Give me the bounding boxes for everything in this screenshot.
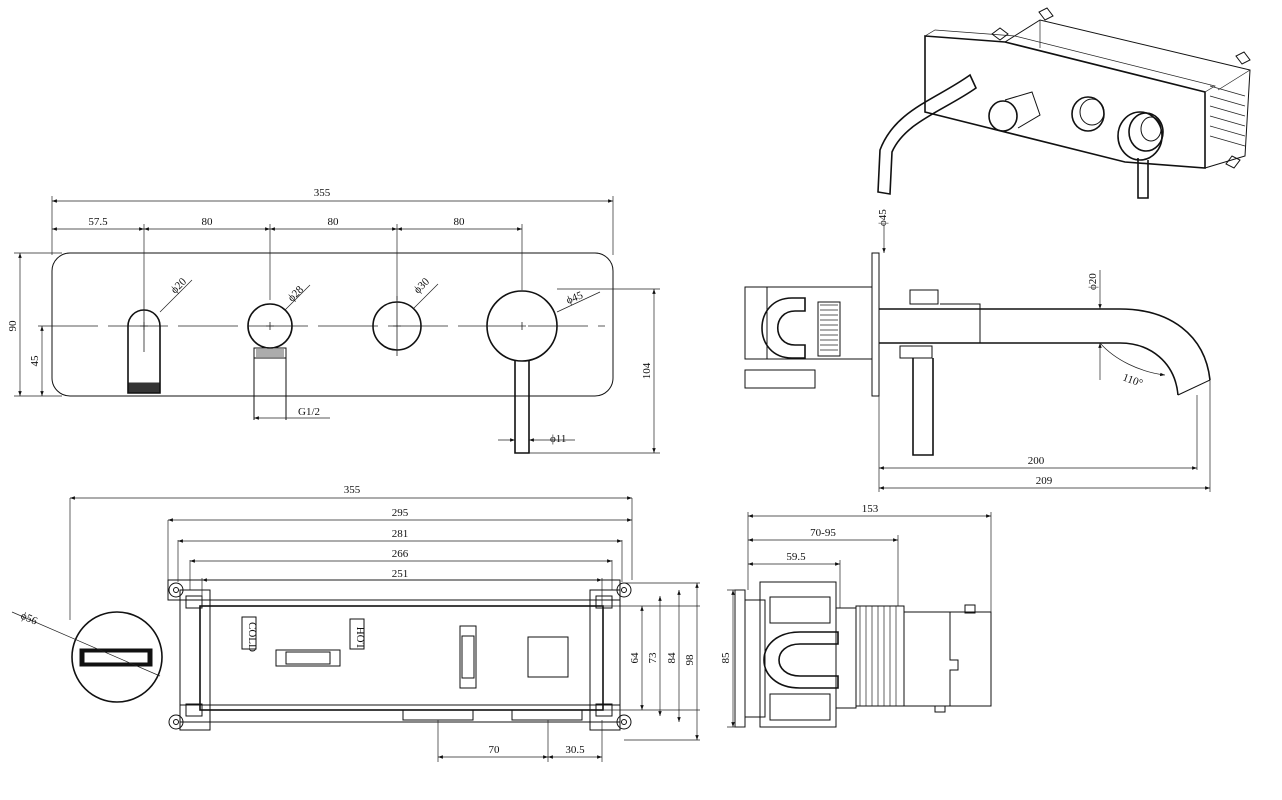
- dim-rear-295: 295: [392, 507, 409, 519]
- body-side-view: 153 70-95 59.5 85: [720, 503, 992, 728]
- dim-pitch-4: 80: [454, 216, 466, 228]
- dim-bend-angle: 110°: [1121, 372, 1144, 390]
- front-view: 355 57.5 80 80 80 90 45 104 ϕ20 ϕ28 ϕ30 …: [7, 187, 660, 454]
- spout-front: [127, 300, 161, 394]
- dim-rear-266: 266: [392, 548, 409, 560]
- label-hot: HOT: [354, 627, 366, 650]
- dim-rear-281: 281: [392, 528, 409, 540]
- rear-view: COLD HOT ϕ56 355 295 281 266 251: [11, 484, 700, 762]
- dim-body-153: 153: [862, 503, 879, 515]
- dim-pitch-3: 80: [328, 216, 340, 228]
- dim-rear-overall: 355: [344, 484, 361, 496]
- dim-rear-98: 98: [684, 654, 696, 666]
- dim-plate-height: 90: [7, 320, 19, 332]
- isometric-view: [877, 7, 1251, 199]
- dim-body-59-5: 59.5: [786, 551, 806, 563]
- dim-lever-dia: ϕ45: [565, 289, 586, 307]
- dim-side-plate-dia: ϕ45: [877, 209, 889, 226]
- dim-rear-30-5: 30.5: [565, 744, 585, 756]
- dim-reach-long: 209: [1036, 475, 1053, 487]
- dim-port-dia: ϕ56: [19, 610, 40, 628]
- dim-lever-stem-dia: ϕ11: [550, 433, 566, 445]
- dim-rear-70: 70: [489, 744, 501, 756]
- lever-front: [486, 290, 558, 454]
- dim-side-spout-dia: ϕ20: [1087, 273, 1099, 290]
- dim-center-height: 45: [29, 355, 41, 367]
- diverter-front: [247, 303, 293, 420]
- side-view: ϕ45 ϕ20 110° 200 209: [744, 209, 1211, 492]
- dim-rear-64: 64: [629, 652, 641, 664]
- center-marks: [140, 296, 526, 356]
- dim-rear-73: 73: [647, 652, 659, 664]
- dim-rear-251: 251: [392, 568, 409, 580]
- dim-rear-84: 84: [666, 652, 678, 664]
- dim-body-range: 70-95: [810, 527, 836, 539]
- dim-spout-dia: ϕ20: [169, 275, 190, 296]
- dim-thread: G1/2: [298, 406, 320, 418]
- dim-pitch-1: 57.5: [88, 216, 108, 228]
- cover-plate: [51, 252, 614, 397]
- dim-reach-short: 200: [1028, 455, 1045, 467]
- dim-body-85: 85: [720, 652, 732, 664]
- dim-total-height: 104: [641, 362, 653, 379]
- dim-overall-width: 355: [314, 187, 331, 199]
- label-cold: COLD: [246, 622, 258, 652]
- dim-diverter-dia: ϕ28: [286, 283, 307, 304]
- dim-pitch-2: 80: [202, 216, 214, 228]
